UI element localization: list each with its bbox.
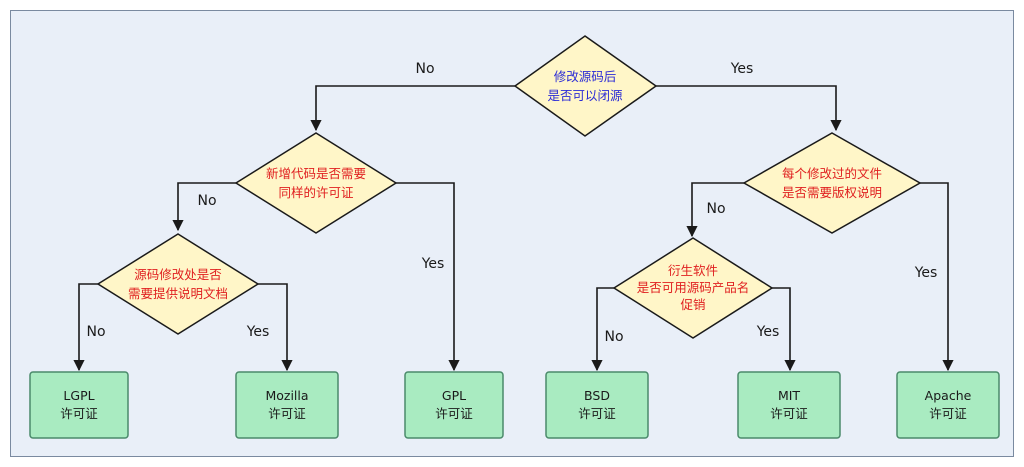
decision-diamond-right [742, 132, 922, 234]
decision-left-left: 源码修改处是否 需要提供说明文档 [96, 233, 260, 335]
edge-label-left-left-yes: Yes [246, 324, 270, 340]
decision-diamond-left-left [96, 233, 260, 335]
decision-root-line1: 修改源码后 [554, 69, 617, 84]
edge-label-left-no: No [197, 193, 216, 209]
leaf-gpl: GPL 许可证 [404, 371, 504, 439]
edge-right-yes [920, 182, 954, 372]
decision-root: 修改源码后 是否可以闭源 [513, 35, 658, 137]
decision-right: 每个修改过的文件 是否需要版权说明 [742, 132, 922, 234]
leaf-gpl-name: GPL [442, 388, 466, 403]
decision-diamond-root [513, 35, 658, 137]
leaf-bsd-name: BSD [584, 388, 610, 403]
decision-right-line1: 每个修改过的文件 [782, 166, 882, 181]
leaf-bsd-sub: 许可证 [578, 406, 616, 421]
edge-label-right-left-yes: Yes [756, 324, 780, 340]
edge-left-left-yes [258, 283, 293, 372]
edge-label-left-yes: Yes [421, 256, 445, 272]
leaf-mozilla: Mozilla 许可证 [235, 371, 339, 439]
edge-label-right-yes: Yes [914, 265, 938, 281]
diagram-canvas [10, 10, 1014, 457]
edge-label-right-no: No [706, 201, 725, 217]
leaf-box-apache [896, 371, 1000, 439]
edge-left-no [172, 182, 236, 232]
leaf-box-bsd [545, 371, 649, 439]
decision-right-left-line1: 衍生软件 [668, 263, 718, 278]
edge-right-left-yes [772, 287, 796, 372]
decision-root-line2: 是否可以闭源 [547, 88, 623, 103]
decision-left-left-line2: 需要提供说明文档 [128, 286, 228, 301]
edge-root-no [310, 85, 515, 132]
edge-left-yes [396, 182, 460, 372]
decision-right-left-line3: 促销 [680, 297, 705, 312]
edge-root-yes [656, 85, 842, 132]
decision-left: 新增代码是否需要 同样的许可证 [234, 132, 398, 234]
connectors [73, 85, 954, 372]
leaf-lgpl-sub: 许可证 [60, 406, 98, 421]
edge-right-no [686, 182, 744, 238]
leaf-apache-name: Apache [925, 388, 972, 403]
edge-label-root-yes: Yes [730, 61, 754, 77]
leaf-mit: MIT 许可证 [737, 371, 841, 439]
leaf-lgpl-name: LGPL [63, 388, 94, 403]
leaf-apache: Apache 许可证 [896, 371, 1000, 439]
decision-left-left-line1: 源码修改处是否 [134, 267, 222, 282]
leaf-gpl-sub: 许可证 [435, 406, 473, 421]
decision-diamond-left [234, 132, 398, 234]
leaf-mit-sub: 许可证 [770, 406, 808, 421]
leaf-box-mit [737, 371, 841, 439]
leaf-box-lgpl [29, 371, 129, 439]
decision-right-left: 衍生软件 是否可用源码产品名 促销 [612, 237, 774, 339]
leaf-mit-name: MIT [778, 388, 800, 403]
edge-left-left-no [73, 283, 98, 372]
leaf-mozilla-sub: 许可证 [268, 406, 306, 421]
edge-label-right-left-no: No [604, 329, 623, 345]
edge-label-left-left-no: No [86, 324, 105, 340]
decision-right-left-line2: 是否可用源码产品名 [637, 280, 750, 295]
leaf-mozilla-name: Mozilla [265, 388, 308, 403]
decision-diamond-right-left [612, 237, 774, 339]
leaf-bsd: BSD 许可证 [545, 371, 649, 439]
decision-left-line2: 同样的许可证 [278, 185, 354, 200]
decision-left-line1: 新增代码是否需要 [266, 166, 366, 181]
edge-label-root-no: No [415, 61, 434, 77]
leaf-lgpl: LGPL 许可证 [29, 371, 129, 439]
leaf-apache-sub: 许可证 [929, 406, 967, 421]
leaf-box-mozilla [235, 371, 339, 439]
decision-right-line2: 是否需要版权说明 [782, 185, 882, 200]
leaf-box-gpl [404, 371, 504, 439]
edge-right-left-no [591, 287, 614, 372]
